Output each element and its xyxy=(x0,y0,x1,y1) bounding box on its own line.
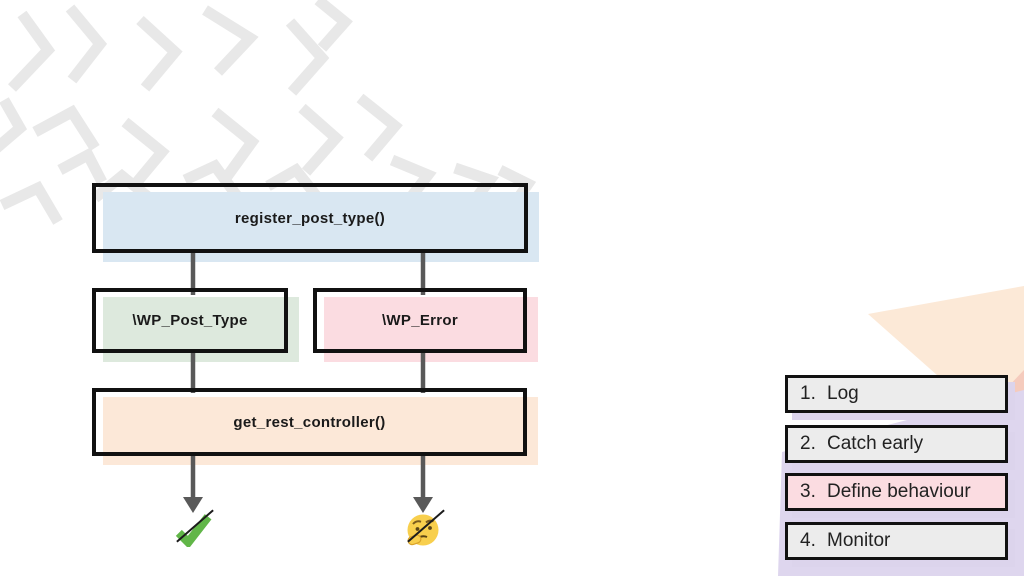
checklist-item-define-behaviour: 3. Define behaviour xyxy=(785,473,1008,511)
item-number: 3. xyxy=(800,481,816,502)
check-mark-emoji xyxy=(174,513,212,552)
node-wp-post-type: \WP_Post_Type xyxy=(92,288,288,353)
item-label: Catch early xyxy=(827,433,924,454)
node-get-rest-controller: get_rest_controller() xyxy=(92,388,527,456)
item-label: Monitor xyxy=(827,530,891,551)
item-number: 2. xyxy=(800,433,816,454)
node-register-post-type: register_post_type() xyxy=(92,183,528,253)
item-number: 1. xyxy=(800,383,816,404)
arrowhead-icon xyxy=(183,497,203,513)
item-number: 4. xyxy=(800,530,816,551)
checklist-item-catch-early: 2. Catch early xyxy=(785,425,1008,463)
checklist-item-monitor: 4. Monitor xyxy=(785,522,1008,560)
node-label: get_rest_controller() xyxy=(233,413,386,431)
node-label: register_post_type() xyxy=(234,209,386,227)
item-label: Log xyxy=(827,383,859,404)
arrowhead-icon xyxy=(413,497,433,513)
node-wp-error: \WP_Error xyxy=(313,288,527,353)
node-label: \WP_Error xyxy=(381,312,459,329)
item-label: Define behaviour xyxy=(827,481,971,502)
checklist-item-log: 1. Log xyxy=(785,375,1008,413)
node-label: \WP_Post_Type xyxy=(132,312,248,329)
